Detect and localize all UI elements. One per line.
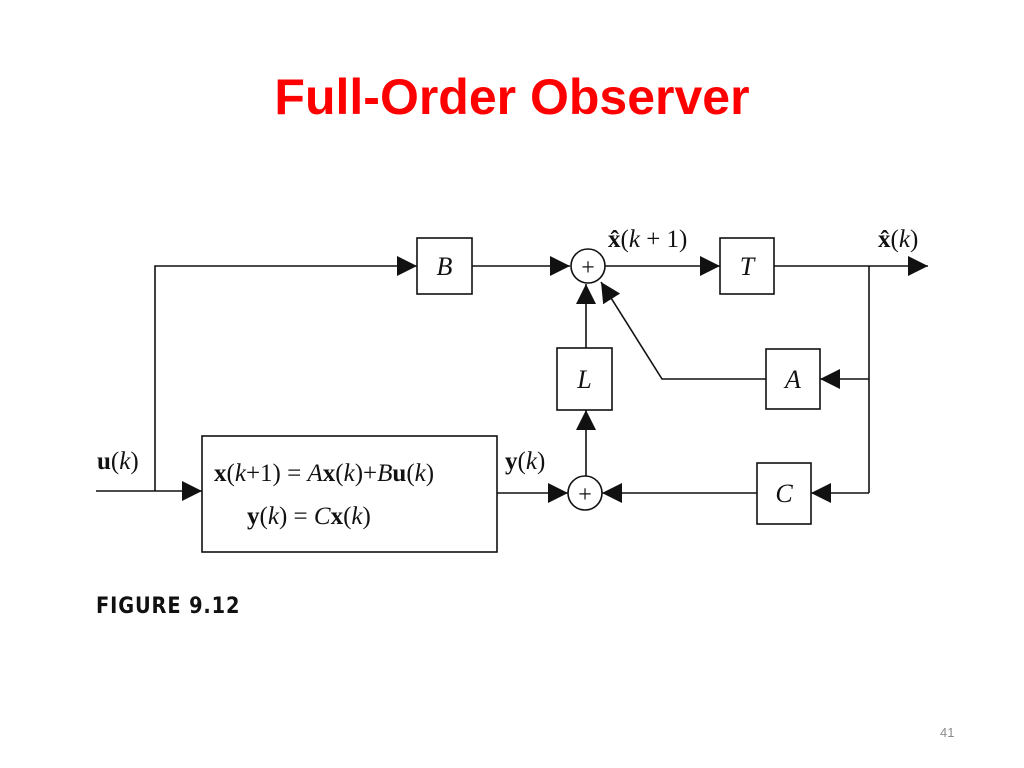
- input-signal-label: u(k): [97, 448, 139, 475]
- block-c-label: C: [775, 479, 793, 508]
- next-estimate-label: x̂(k + 1): [608, 226, 687, 253]
- block-l-label: L: [576, 365, 591, 394]
- summing-junction-bottom: [567, 475, 603, 511]
- sum-symbol-top: +: [581, 255, 595, 281]
- block-t-label: T: [740, 252, 756, 281]
- summing-junction-top: [570, 248, 606, 284]
- a-to-sum-line: [600, 281, 766, 380]
- output-signal-label: y(k): [505, 448, 545, 475]
- block-b-label: B: [437, 252, 453, 281]
- page-number: 41: [940, 725, 955, 740]
- plant-output-equation: y(k) = Cx(k): [247, 503, 371, 530]
- block-a-label: A: [783, 365, 801, 394]
- sum-symbol-bottom: +: [578, 482, 592, 508]
- figure-caption: FIGURE 9.12: [96, 594, 241, 619]
- plant-state-equation: x(k+1) = Ax(k)+Bu(k): [214, 460, 434, 487]
- block-t: [719, 237, 775, 295]
- block-c: [756, 462, 812, 525]
- input-to-b-line: [154, 256, 417, 491]
- plant-block: [201, 435, 498, 553]
- block-l: [556, 347, 613, 411]
- slide-title: Full-Order Observer: [274, 69, 750, 125]
- block-a: [765, 348, 821, 410]
- estimate-label: x̂(k): [878, 226, 918, 253]
- block-b: [416, 237, 473, 295]
